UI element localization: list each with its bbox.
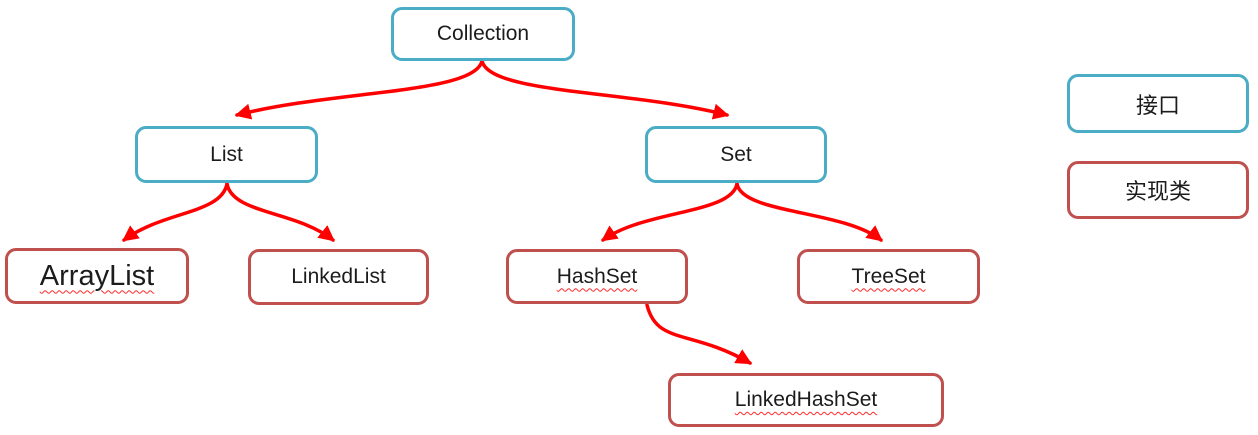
node-treeset: TreeSet [797,249,980,304]
node-linkedhashset: LinkedHashSet [668,373,944,427]
node-collection-label: Collection [436,22,530,45]
node-linkedlist-label: LinkedList [291,265,386,288]
edge-list-linkedlist [225,182,335,242]
node-linkedlist: LinkedList [248,249,429,305]
legend-class-label: 实现类 [1124,179,1191,204]
edge-set-hashset [601,182,739,242]
edge-list-arraylist [122,182,229,242]
node-list-label: List [210,142,243,166]
legend-interface-box: 接口 [1067,74,1249,133]
node-list: List [135,126,318,183]
edge-collection-list [234,59,484,120]
node-arraylist: ArrayList [5,248,189,304]
node-hashset: HashSet [506,249,688,304]
legend-interface-label: 接口 [1135,92,1180,118]
node-set-label: Set [720,142,752,166]
node-collection: Collection [391,7,575,61]
legend-class-box: 实现类 [1067,161,1249,219]
node-set: Set [645,126,827,183]
edge-set-treeset [735,182,883,242]
node-treeset-label: TreeSet [851,264,926,288]
node-hashset-label: HashSet [556,264,638,288]
edge-collection-set [480,59,730,120]
edge-hashset-linkedhashset [645,303,753,365]
node-linkedhashset-label: LinkedHashSet [734,388,878,411]
node-arraylist-label: ArrayList [39,259,155,292]
